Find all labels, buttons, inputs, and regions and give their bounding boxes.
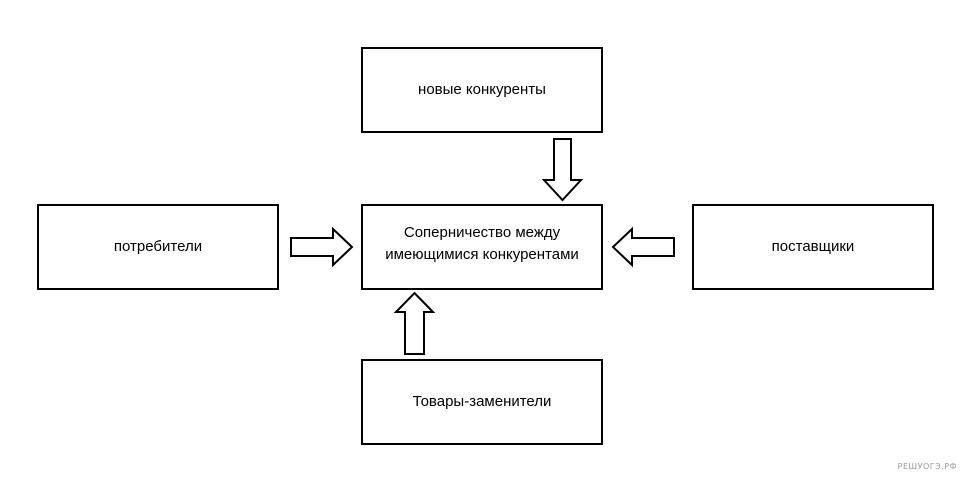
node-consumers-label: потребители bbox=[113, 238, 203, 255]
node-rivalry: Соперничество между имеющимися конкурент… bbox=[361, 204, 603, 290]
node-substitutes: Товары-заменители bbox=[361, 359, 603, 445]
node-consumers: потребители bbox=[37, 204, 279, 290]
node-suppliers: поставщики bbox=[692, 204, 934, 290]
watermark: РЕШУОГЭ.РФ bbox=[897, 462, 957, 471]
node-suppliers-label: поставщики bbox=[771, 238, 855, 255]
node-new-competitors-label: новые конкуренты bbox=[418, 81, 546, 98]
node-new-competitors: новые конкуренты bbox=[361, 47, 603, 133]
node-substitutes-label: Товары-заменители bbox=[412, 393, 552, 410]
node-rivalry-label: Соперничество между имеющимися конкурент… bbox=[385, 224, 579, 263]
